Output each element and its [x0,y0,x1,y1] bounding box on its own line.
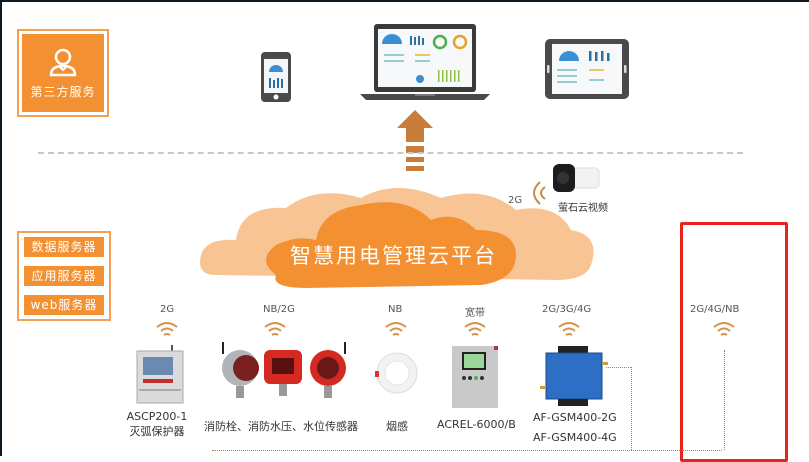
highlight-box [680,222,788,462]
cloud-platform-title: 智慧用电管理云平台 [290,244,497,268]
water-level-sensor-icon [310,342,346,398]
arc-fault-protector-icon [136,345,184,404]
device-label: 消防栓、消防水压、水位传感器 [204,420,358,433]
camera-label: 萤石云视频 [558,203,608,214]
wifi-signal-icon [558,322,580,336]
device-network-label: 2G/4G/NB [690,304,740,315]
application-server: 应用服务器 [24,266,104,286]
divider-dashed-line [38,152,743,154]
device-network-label: NB/2G [263,304,295,315]
device-label: ACREL-6000/B [437,418,516,431]
device-label: ASCP200-1 灭弧保护器 [126,410,188,438]
up-arrow-icon [397,110,433,171]
device-network-label: 宽带 [465,308,485,319]
web-server: web服务器 [24,295,104,315]
user-icon [49,48,77,76]
water-pressure-sensor-icon [264,350,302,396]
wifi-signal-icon [713,322,735,336]
camera-network-label: 2G [508,195,523,206]
connector-line [212,450,722,451]
third-party-service-box: 第三方服务 [17,29,109,117]
device-network-label: 2G [160,304,175,315]
wifi-signal-icon [156,322,178,336]
device-label: AF-GSM400-2G AF-GSM400-4G [533,411,617,444]
security-camera-icon [553,164,600,192]
wifi-signal-icon [533,181,546,205]
laptop-dashboard-icon [360,24,490,100]
hydrant-sensor-icon [222,342,259,398]
third-party-label: 第三方服务 [30,84,96,99]
gsm-module-icon [540,346,608,406]
wifi-signal-icon [385,322,407,336]
device-network-label: NB [388,304,403,315]
connector-line [606,367,631,368]
tablet-dashboard-icon [545,39,629,99]
cloud-shape [200,188,594,288]
device-network-label: 2G/3G/4G [542,304,592,315]
data-server: 数据服务器 [24,237,104,257]
connector-line [724,350,725,450]
wifi-signal-icon [264,322,286,336]
server-stack: 数据服务器 应用服务器 web服务器 [17,231,111,321]
wifi-signal-icon [464,322,486,336]
device-label: 烟感 [386,420,408,433]
connector-line [631,367,632,450]
acrel-panel-icon [452,346,498,408]
phone-dashboard-icon [261,52,291,102]
smoke-detector-icon [375,352,418,394]
